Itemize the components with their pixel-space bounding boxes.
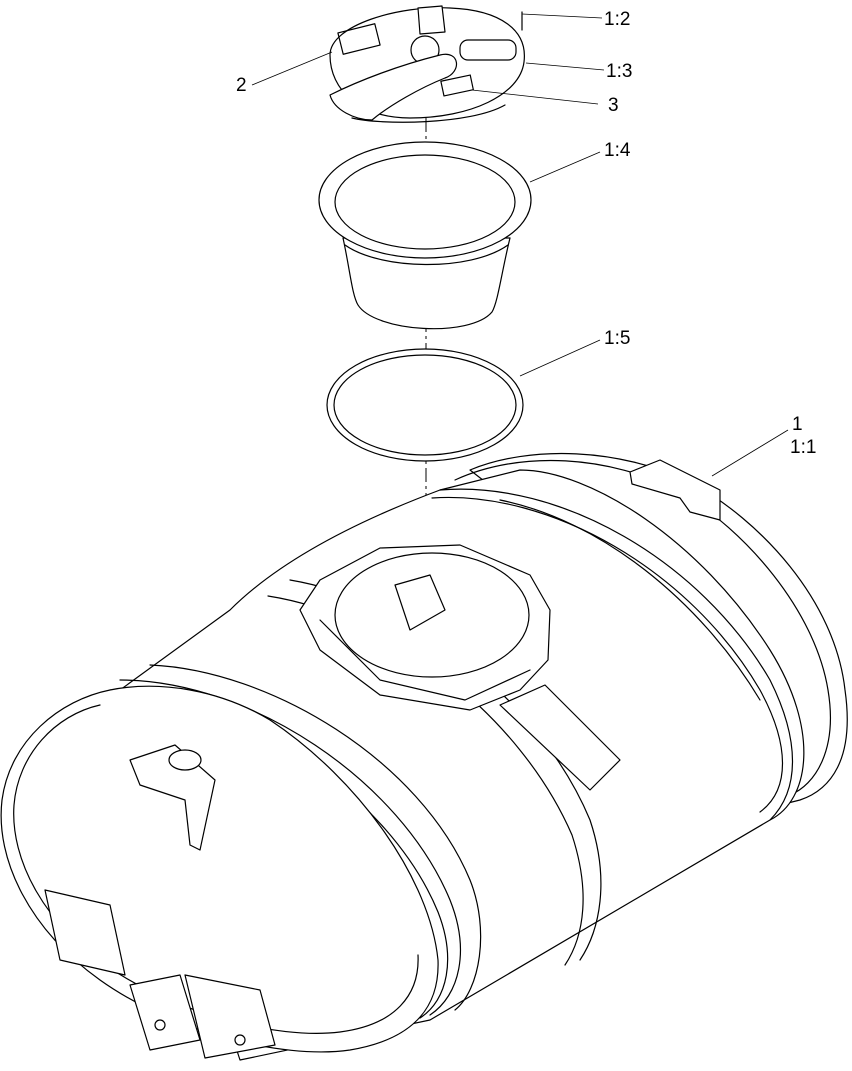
callout-1-1: 1:1 bbox=[790, 437, 816, 458]
callout-3: 3 bbox=[608, 95, 619, 116]
callout-2: 2 bbox=[236, 75, 247, 96]
callout-1: 1 bbox=[792, 414, 803, 435]
callout-1-5: 1:5 bbox=[604, 328, 630, 349]
leader-lines bbox=[251, 13, 789, 477]
callout-1-3: 1:3 bbox=[606, 61, 632, 82]
strainer-basket bbox=[318, 141, 532, 330]
gasket-ring bbox=[326, 348, 524, 462]
tank-cap bbox=[329, 5, 525, 123]
tank-body bbox=[0, 452, 848, 1061]
callout-1-2: 1:2 bbox=[604, 9, 630, 30]
callout-1-4: 1:4 bbox=[604, 140, 631, 161]
